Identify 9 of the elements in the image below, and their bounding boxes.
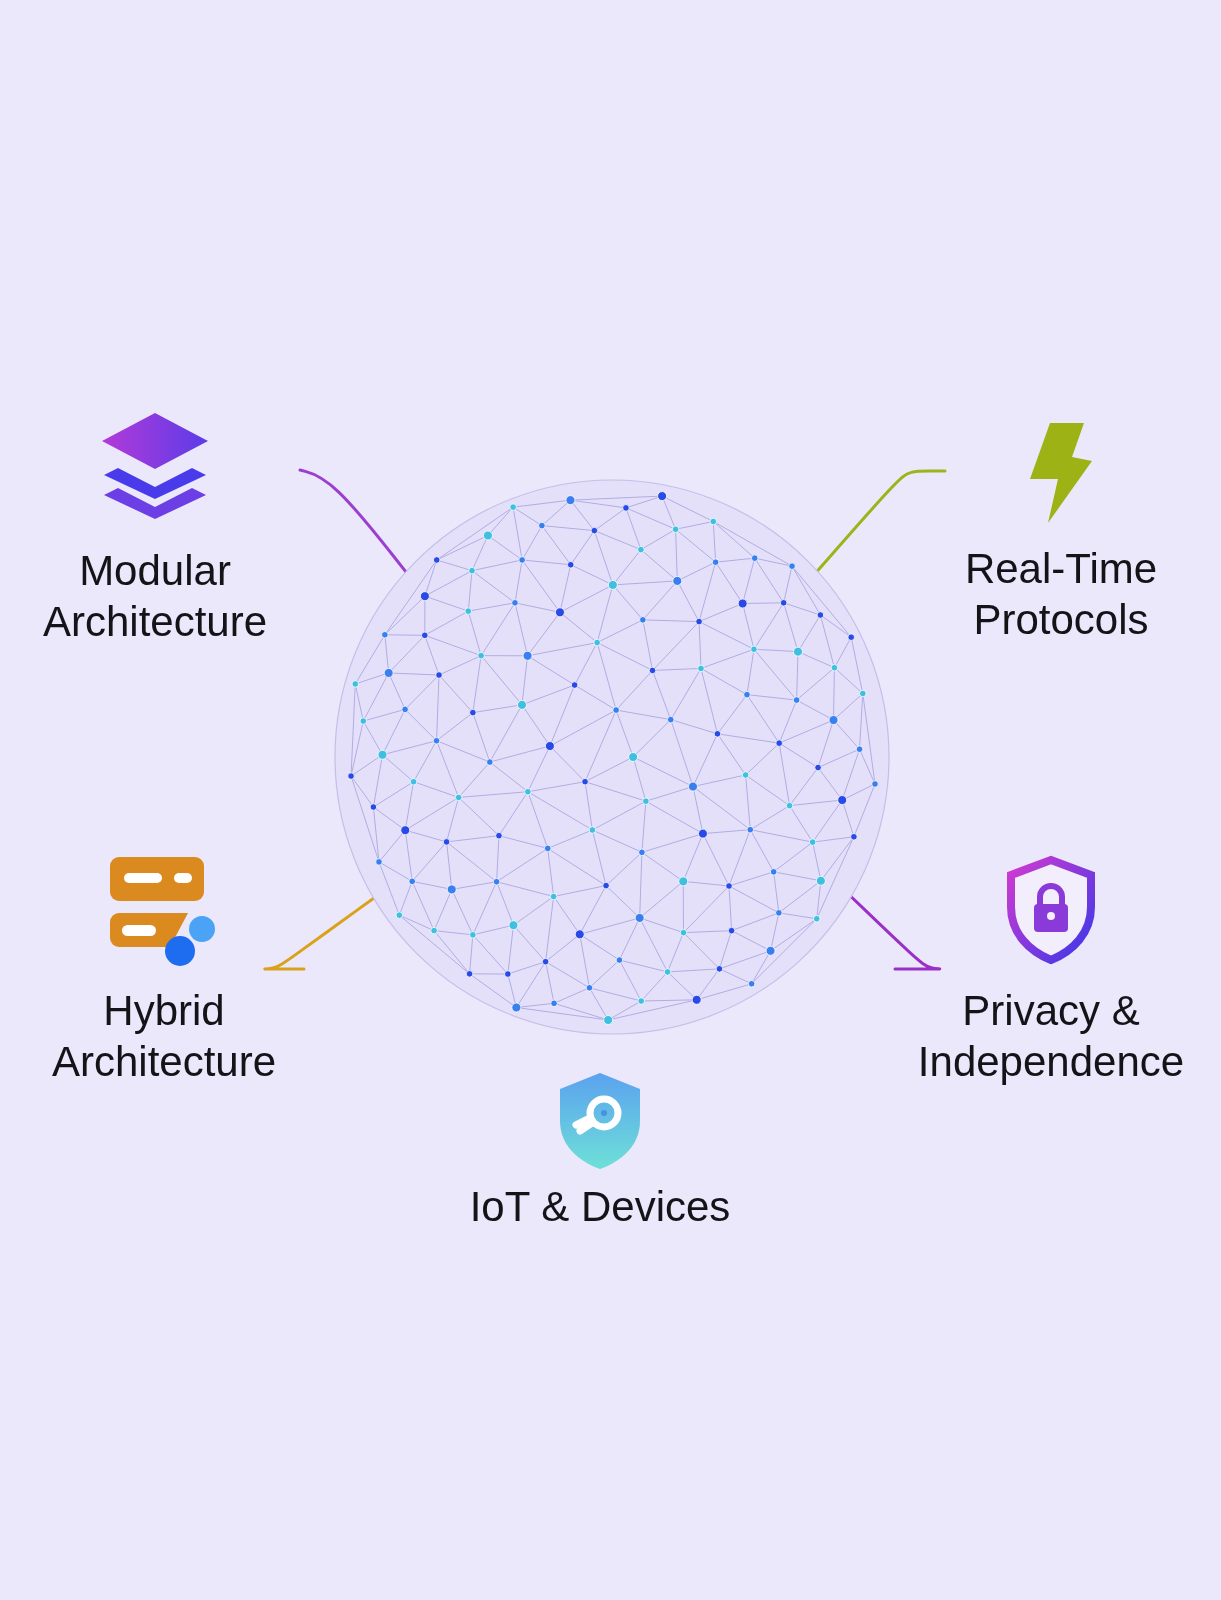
feature-label: Privacy & Independence [916,986,1186,1087]
connector-line [849,895,942,971]
feature-label: Real-Time Protocols [963,544,1159,645]
feature-label: Hybrid Architecture [50,986,278,1087]
feature-label: Modular Architecture [41,546,269,647]
feature-label: IoT & Devices [468,1182,732,1232]
connector-line [263,896,376,971]
connector-line [815,469,947,573]
connector-line [298,468,408,574]
